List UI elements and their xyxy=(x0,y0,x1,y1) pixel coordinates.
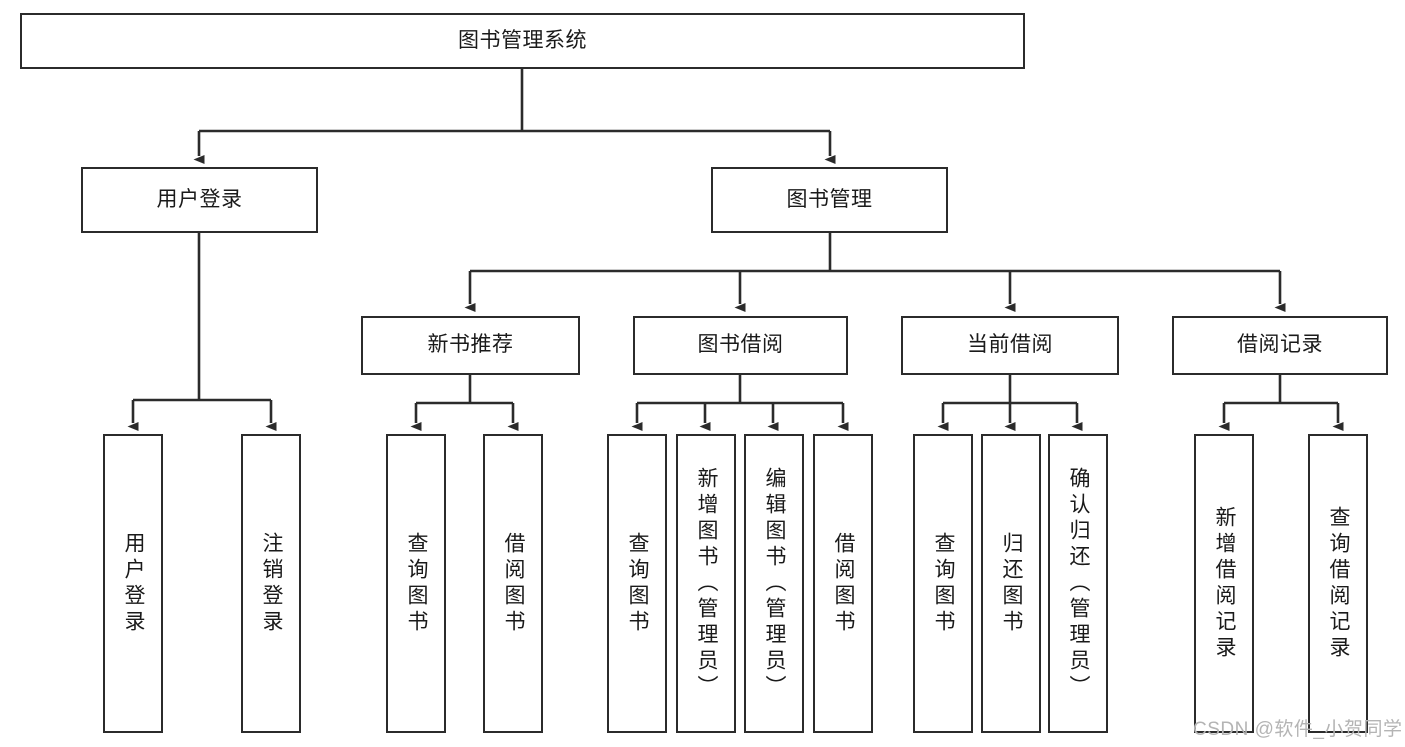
node-label: 借阅图书 xyxy=(502,531,526,636)
node-leaf-add-book-admin[interactable]: 新增图书（管理员） xyxy=(676,434,736,733)
node-leaf-query-book-1[interactable]: 查询图书 xyxy=(386,434,446,733)
node-leaf-query-book-2[interactable]: 查询图书 xyxy=(607,434,667,733)
node-label: 图书管理系统 xyxy=(458,28,587,52)
node-leaf-return-book[interactable]: 归还图书 xyxy=(981,434,1041,733)
node-leaf-user-login[interactable]: 用户登录 xyxy=(103,434,163,733)
node-label: 注销登录 xyxy=(260,531,284,636)
watermark: CSDN @软件_小贺同学 xyxy=(1193,719,1403,740)
node-leaf-query-book-3[interactable]: 查询图书 xyxy=(913,434,973,733)
node-label: 图书借阅 xyxy=(697,333,784,357)
node-label: 新增图书（管理员） xyxy=(695,466,719,701)
node-leaf-borrow-book-2[interactable]: 借阅图书 xyxy=(813,434,873,733)
node-label: 新增借阅记录 xyxy=(1213,505,1237,662)
node-root[interactable]: 图书管理系统 xyxy=(20,13,1025,69)
node-book-manage[interactable]: 图书管理 xyxy=(711,167,948,233)
node-new-book-rec[interactable]: 新书推荐 xyxy=(361,316,580,375)
node-leaf-confirm-return-admin[interactable]: 确认归还（管理员） xyxy=(1048,434,1108,733)
node-borrow-record[interactable]: 借阅记录 xyxy=(1172,316,1388,375)
node-label: 确认归还（管理员） xyxy=(1067,466,1091,701)
node-label: 用户登录 xyxy=(122,531,146,636)
node-label: 图书管理 xyxy=(786,187,873,211)
node-leaf-logout[interactable]: 注销登录 xyxy=(241,434,301,733)
node-label: 编辑图书（管理员） xyxy=(763,466,787,701)
node-label: 归还图书 xyxy=(1000,531,1024,636)
node-label: 借阅记录 xyxy=(1237,333,1323,357)
node-label: 查询图书 xyxy=(405,531,429,636)
node-label: 查询图书 xyxy=(626,531,650,636)
node-current-borrow[interactable]: 当前借阅 xyxy=(901,316,1119,375)
node-label: 查询图书 xyxy=(932,531,956,636)
node-leaf-borrow-book-1[interactable]: 借阅图书 xyxy=(483,434,543,733)
node-leaf-query-borrow-record[interactable]: 查询借阅记录 xyxy=(1308,434,1368,733)
node-label: 借阅图书 xyxy=(832,531,856,636)
node-label: 当前借阅 xyxy=(967,333,1053,357)
node-user-login[interactable]: 用户登录 xyxy=(81,167,318,233)
node-label: 新书推荐 xyxy=(427,333,514,357)
node-label: 查询借阅记录 xyxy=(1327,505,1351,662)
node-label: 用户登录 xyxy=(156,187,243,211)
node-leaf-edit-book-admin[interactable]: 编辑图书（管理员） xyxy=(744,434,804,733)
node-book-borrow[interactable]: 图书借阅 xyxy=(633,316,848,375)
node-leaf-add-borrow-record[interactable]: 新增借阅记录 xyxy=(1194,434,1254,733)
